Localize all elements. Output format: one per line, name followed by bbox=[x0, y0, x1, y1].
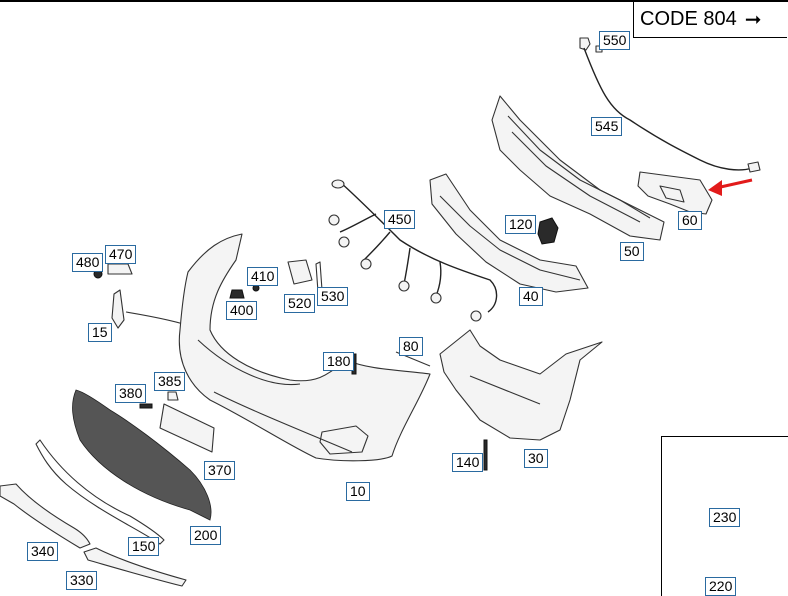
part-60-bracket bbox=[637, 171, 713, 215]
label-140[interactable]: 140 bbox=[452, 453, 484, 472]
label-550[interactable]: 550 bbox=[599, 31, 631, 50]
part-15-bracket bbox=[111, 289, 125, 329]
part-40-bracket bbox=[429, 173, 589, 293]
label-385[interactable]: 385 bbox=[154, 372, 186, 391]
part-150-trim-strip bbox=[35, 439, 165, 545]
part-10-bumper-cover bbox=[178, 233, 431, 462]
label-370[interactable]: 370 bbox=[204, 461, 236, 480]
part-140-screw bbox=[483, 439, 488, 471]
label-470[interactable]: 470 bbox=[105, 245, 137, 264]
part-120-clip bbox=[537, 217, 559, 245]
label-480[interactable]: 480 bbox=[72, 253, 104, 272]
part-385-clip bbox=[167, 391, 179, 401]
part-330-trim-strip bbox=[83, 547, 187, 587]
label-400[interactable]: 400 bbox=[226, 301, 258, 320]
label-340[interactable]: 340 bbox=[27, 542, 59, 561]
label-120[interactable]: 120 bbox=[505, 215, 537, 234]
right-arrow-icon: ➞ bbox=[744, 9, 762, 31]
label-15[interactable]: 15 bbox=[88, 323, 112, 342]
label-200[interactable]: 200 bbox=[190, 526, 222, 545]
label-380[interactable]: 380 bbox=[115, 384, 147, 403]
label-330[interactable]: 330 bbox=[66, 571, 98, 590]
label-230[interactable]: 230 bbox=[709, 508, 741, 527]
label-40[interactable]: 40 bbox=[519, 287, 543, 306]
label-180[interactable]: 180 bbox=[323, 352, 355, 371]
label-520[interactable]: 520 bbox=[284, 294, 316, 313]
part-470-sensor bbox=[107, 263, 133, 275]
part-370-license-plate-holder bbox=[159, 403, 215, 453]
part-200-grille bbox=[72, 389, 212, 521]
part-30-bracket bbox=[439, 329, 603, 441]
part-545-wire bbox=[583, 47, 753, 171]
code-label: CODE 804 bbox=[640, 8, 737, 30]
label-545[interactable]: 545 bbox=[591, 117, 623, 136]
part-380-screw bbox=[139, 403, 153, 409]
diagram-frame-top bbox=[0, 0, 788, 2]
part-340-trim-strip bbox=[0, 483, 91, 549]
code-804-header: CODE 804 ➞ bbox=[633, 2, 787, 38]
part-520-module bbox=[287, 259, 313, 285]
label-60[interactable]: 60 bbox=[678, 211, 702, 230]
highlight-arrow-icon bbox=[708, 178, 753, 196]
label-410[interactable]: 410 bbox=[247, 267, 279, 286]
label-150[interactable]: 150 bbox=[128, 537, 160, 556]
part-450-harness bbox=[328, 179, 498, 322]
label-50[interactable]: 50 bbox=[620, 242, 644, 261]
part-50-absorber bbox=[491, 95, 665, 241]
part-400-fastener bbox=[229, 289, 245, 299]
label-30[interactable]: 30 bbox=[524, 449, 548, 468]
part-545-plug bbox=[747, 161, 761, 173]
label-530[interactable]: 530 bbox=[317, 287, 349, 306]
label-80[interactable]: 80 bbox=[399, 337, 423, 356]
label-450[interactable]: 450 bbox=[384, 210, 416, 229]
label-220[interactable]: 220 bbox=[705, 577, 737, 596]
label-10[interactable]: 10 bbox=[346, 482, 370, 501]
